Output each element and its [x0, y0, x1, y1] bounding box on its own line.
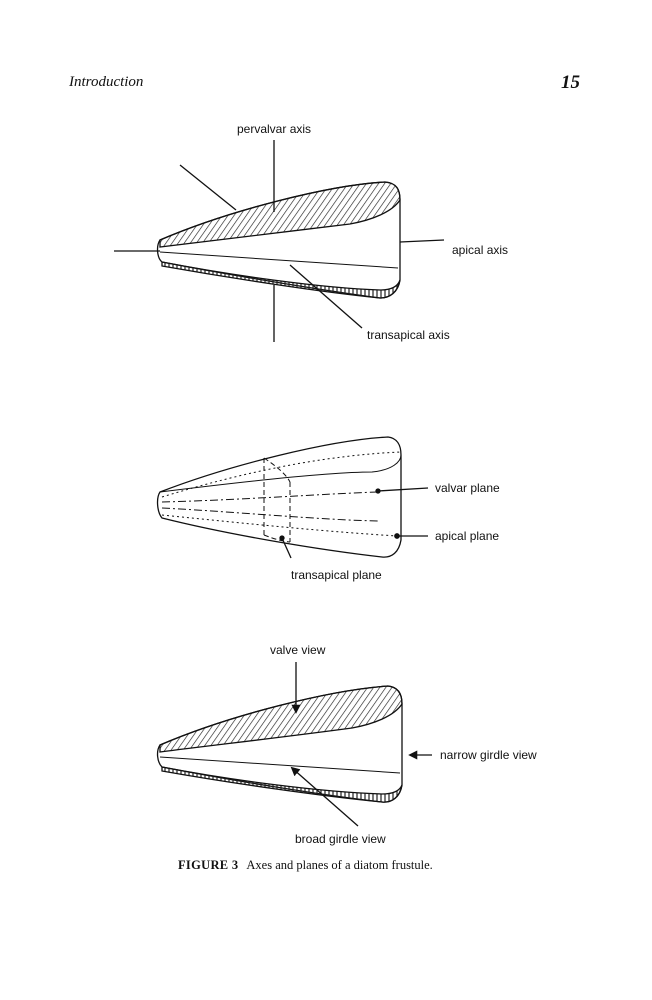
apical-plane-label: apical plane	[435, 529, 499, 543]
figure-caption-label: FIGURE 3	[178, 858, 239, 872]
valve-view-label: valve view	[270, 643, 326, 657]
page-number: 15	[561, 72, 580, 93]
hatched-valve-top-views	[159, 685, 403, 753]
broad-girdle-view-label: broad girdle view	[295, 832, 386, 846]
apical-axis-line-right	[399, 239, 445, 243]
broad-girdle-view-arrow	[290, 766, 359, 827]
panel-views	[156, 662, 432, 827]
frustule-body-planes	[156, 436, 402, 558]
apical-axis-label: apical axis	[452, 243, 508, 257]
transapical-plane-pointer	[281, 537, 292, 559]
hatched-valve-top	[159, 181, 401, 248]
hatched-girdle-bottom-views	[161, 766, 403, 803]
narrow-girdle-view-label: narrow girdle view	[440, 748, 537, 762]
transapical-plane-label: transapical plane	[291, 568, 382, 582]
figure-caption-text: Axes and planes of a diatom frustule.	[246, 858, 433, 872]
transapical-axis-line	[179, 164, 237, 211]
running-head: Introduction	[69, 74, 144, 90]
hatched-girdle-bottom	[161, 261, 401, 299]
valvar-plane-pointer	[377, 487, 429, 492]
pervalvar-axis-label: pervalvar axis	[237, 122, 311, 136]
transapical-axis-label: transapical axis	[367, 328, 450, 342]
figure-caption: FIGURE 3 Axes and planes of a diatom frus…	[178, 858, 433, 873]
transapical-axis-line-lower	[289, 264, 363, 329]
valvar-plane-label: valvar plane	[435, 481, 500, 495]
panel-planes	[156, 436, 429, 559]
panel-axes	[114, 140, 445, 342]
